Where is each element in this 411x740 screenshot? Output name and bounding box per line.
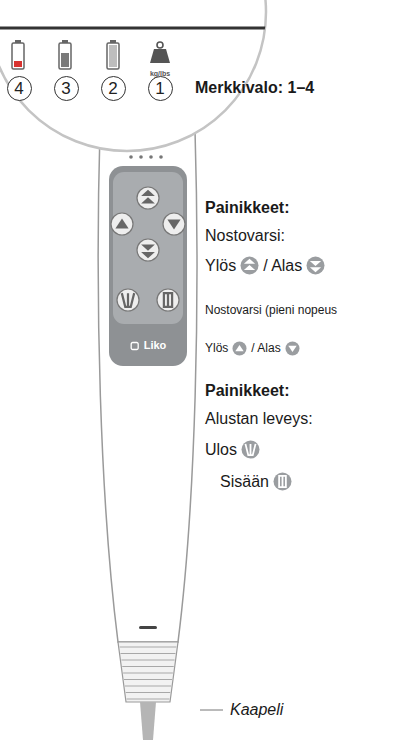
magnifier-circle xyxy=(0,0,266,151)
control-button xyxy=(137,187,159,209)
logo-mark xyxy=(130,341,140,351)
battery-icon xyxy=(59,40,71,69)
battery-icon xyxy=(12,40,24,69)
weight-icon xyxy=(150,42,170,63)
label-text: Alustan leveys: xyxy=(205,409,313,428)
control-button xyxy=(137,239,159,261)
label-row: Ylös / Alas xyxy=(205,341,300,356)
label-row: Nostovarsi (pieni nopeus xyxy=(205,303,337,317)
label-text: Painikkeet: xyxy=(205,198,289,217)
label-row: Ulos xyxy=(205,440,260,459)
led-dots xyxy=(129,155,163,159)
handle-body xyxy=(98,130,197,642)
label-text: Ulos xyxy=(205,440,237,459)
label-row: Liko xyxy=(130,339,167,352)
control-button xyxy=(163,213,185,235)
label-row: Ylös / Alas xyxy=(205,256,325,275)
label-row: Painikkeet: xyxy=(205,198,289,217)
label-row: Alustan leveys: xyxy=(205,409,313,428)
button-icon xyxy=(273,472,292,491)
callout-text: 4 xyxy=(14,80,23,97)
control-button xyxy=(117,289,139,311)
label-text: / Alas xyxy=(251,341,280,355)
callout-number: 2 xyxy=(101,76,126,101)
callout-text: 3 xyxy=(61,80,70,97)
button-icon xyxy=(306,256,325,275)
label-text: Ylös xyxy=(205,256,236,275)
label-text: Nostovarsi: xyxy=(205,226,285,245)
grip-ribs xyxy=(120,647,177,699)
label-text: Liko xyxy=(144,339,167,352)
label-text: Nostovarsi (pieni nopeus xyxy=(205,303,337,317)
callout-number: 4 xyxy=(7,76,32,101)
cable xyxy=(140,702,156,740)
button-icon xyxy=(241,440,260,459)
button-icon xyxy=(240,256,259,275)
callout-number: 1 xyxy=(148,76,173,101)
housing-edge xyxy=(0,27,280,30)
leader-line xyxy=(200,710,223,711)
panel-buttons xyxy=(111,187,185,311)
button-panel xyxy=(109,166,187,366)
label-row: Nostovarsi: xyxy=(205,226,285,245)
control-button xyxy=(111,213,133,235)
callout-number: 3 xyxy=(54,76,79,101)
label-text: Painikkeet: xyxy=(205,381,289,400)
callout-text: 1 xyxy=(155,80,164,97)
slot xyxy=(139,626,157,629)
button-area xyxy=(113,172,183,324)
battery-icon xyxy=(107,40,119,69)
label-text: Sisään xyxy=(220,472,269,491)
label-row: Kaapeli xyxy=(230,700,283,719)
callout-text: 2 xyxy=(108,80,117,97)
label-row: Merkkivalo: 1–4 xyxy=(195,78,314,97)
label-row: Sisään xyxy=(220,472,292,491)
label-text: Kaapeli xyxy=(230,700,283,719)
label-text: / Alas xyxy=(263,256,302,275)
label-text: Ylös xyxy=(205,341,228,355)
label-row: Painikkeet: xyxy=(205,381,289,400)
button-icon xyxy=(232,341,247,356)
cable-grip xyxy=(118,642,178,702)
button-icon xyxy=(285,341,300,356)
label-text: Merkkivalo: 1–4 xyxy=(195,78,314,97)
control-button xyxy=(157,289,179,311)
